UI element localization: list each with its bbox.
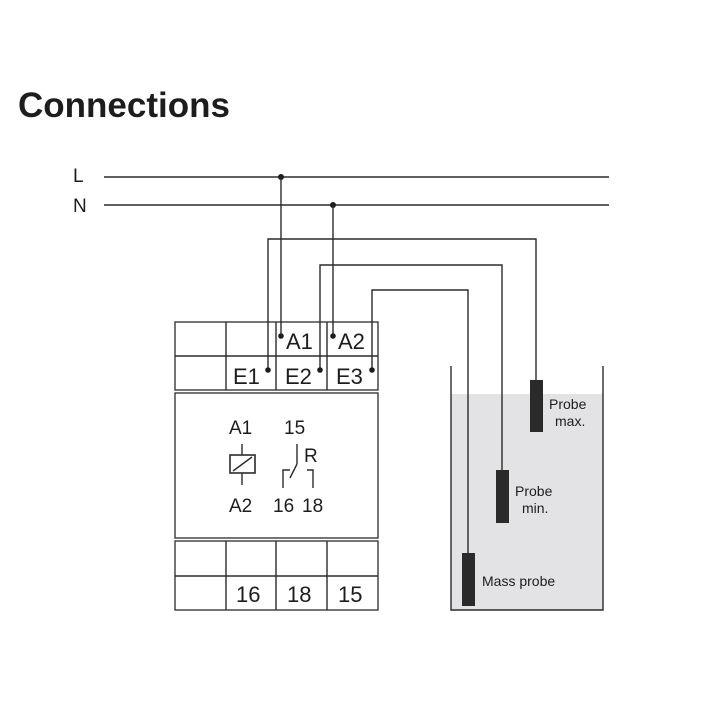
probe-min-label-line1: Probe: [515, 483, 553, 499]
bottom-terminal-2: 18: [287, 582, 311, 607]
wire-e2-to-probe-min: [319, 264, 503, 470]
relay-symbol: A1 A2 15 R 16 18: [229, 418, 323, 517]
contact-label-18: 18: [302, 496, 323, 517]
coil-label-a2: A2: [229, 496, 252, 517]
terminal-label-e2: E2: [285, 364, 312, 389]
tank-outline: [450, 366, 604, 611]
probe-max-label-line2: max.: [555, 413, 585, 429]
mass-probe-label: Mass probe: [482, 573, 555, 589]
contact-nc-lead: [282, 469, 290, 488]
contact-switch-blade: [289, 463, 298, 479]
tank-liquid: [451, 394, 603, 610]
wire-e1-to-probe-max: [267, 238, 537, 380]
terminal-dot-e2: [317, 367, 323, 373]
contact-label-16: 16: [273, 496, 294, 517]
probe-min: [496, 470, 509, 523]
contact-label-r: R: [304, 446, 318, 467]
contact-no-lead: [307, 469, 314, 488]
bottom-terminal-block: [174, 540, 379, 611]
rail-label-n: N: [73, 196, 87, 217]
terminal-dot-a2: [330, 333, 336, 339]
terminal-label-e1: E1: [233, 364, 260, 389]
terminal-label-a1: A1: [286, 329, 313, 354]
coil-diagonal: [232, 456, 253, 472]
terminal-dot-a1: [278, 333, 284, 339]
top-terminal-block: [174, 321, 379, 391]
rail-label-l: L: [73, 166, 84, 187]
contact-label-15: 15: [284, 418, 305, 439]
probe-max: [530, 380, 543, 432]
terminal-label-e3: E3: [336, 364, 363, 389]
probe-max-label-line1: Probe: [549, 396, 587, 412]
mass-probe: [462, 553, 475, 606]
terminal-label-a2: A2: [338, 329, 365, 354]
bottom-terminal-1: 16: [236, 582, 260, 607]
wire-e3-to-mass-probe: [371, 289, 469, 553]
terminal-dot-e3: [369, 367, 375, 373]
page-title: Connections: [18, 86, 230, 125]
relay-body: [174, 392, 379, 539]
probe-min-label-line2: min.: [522, 500, 548, 516]
terminal-dot-e1: [265, 367, 271, 373]
coil-label-a1: A1: [229, 418, 252, 439]
bottom-terminal-3: 15: [338, 582, 362, 607]
